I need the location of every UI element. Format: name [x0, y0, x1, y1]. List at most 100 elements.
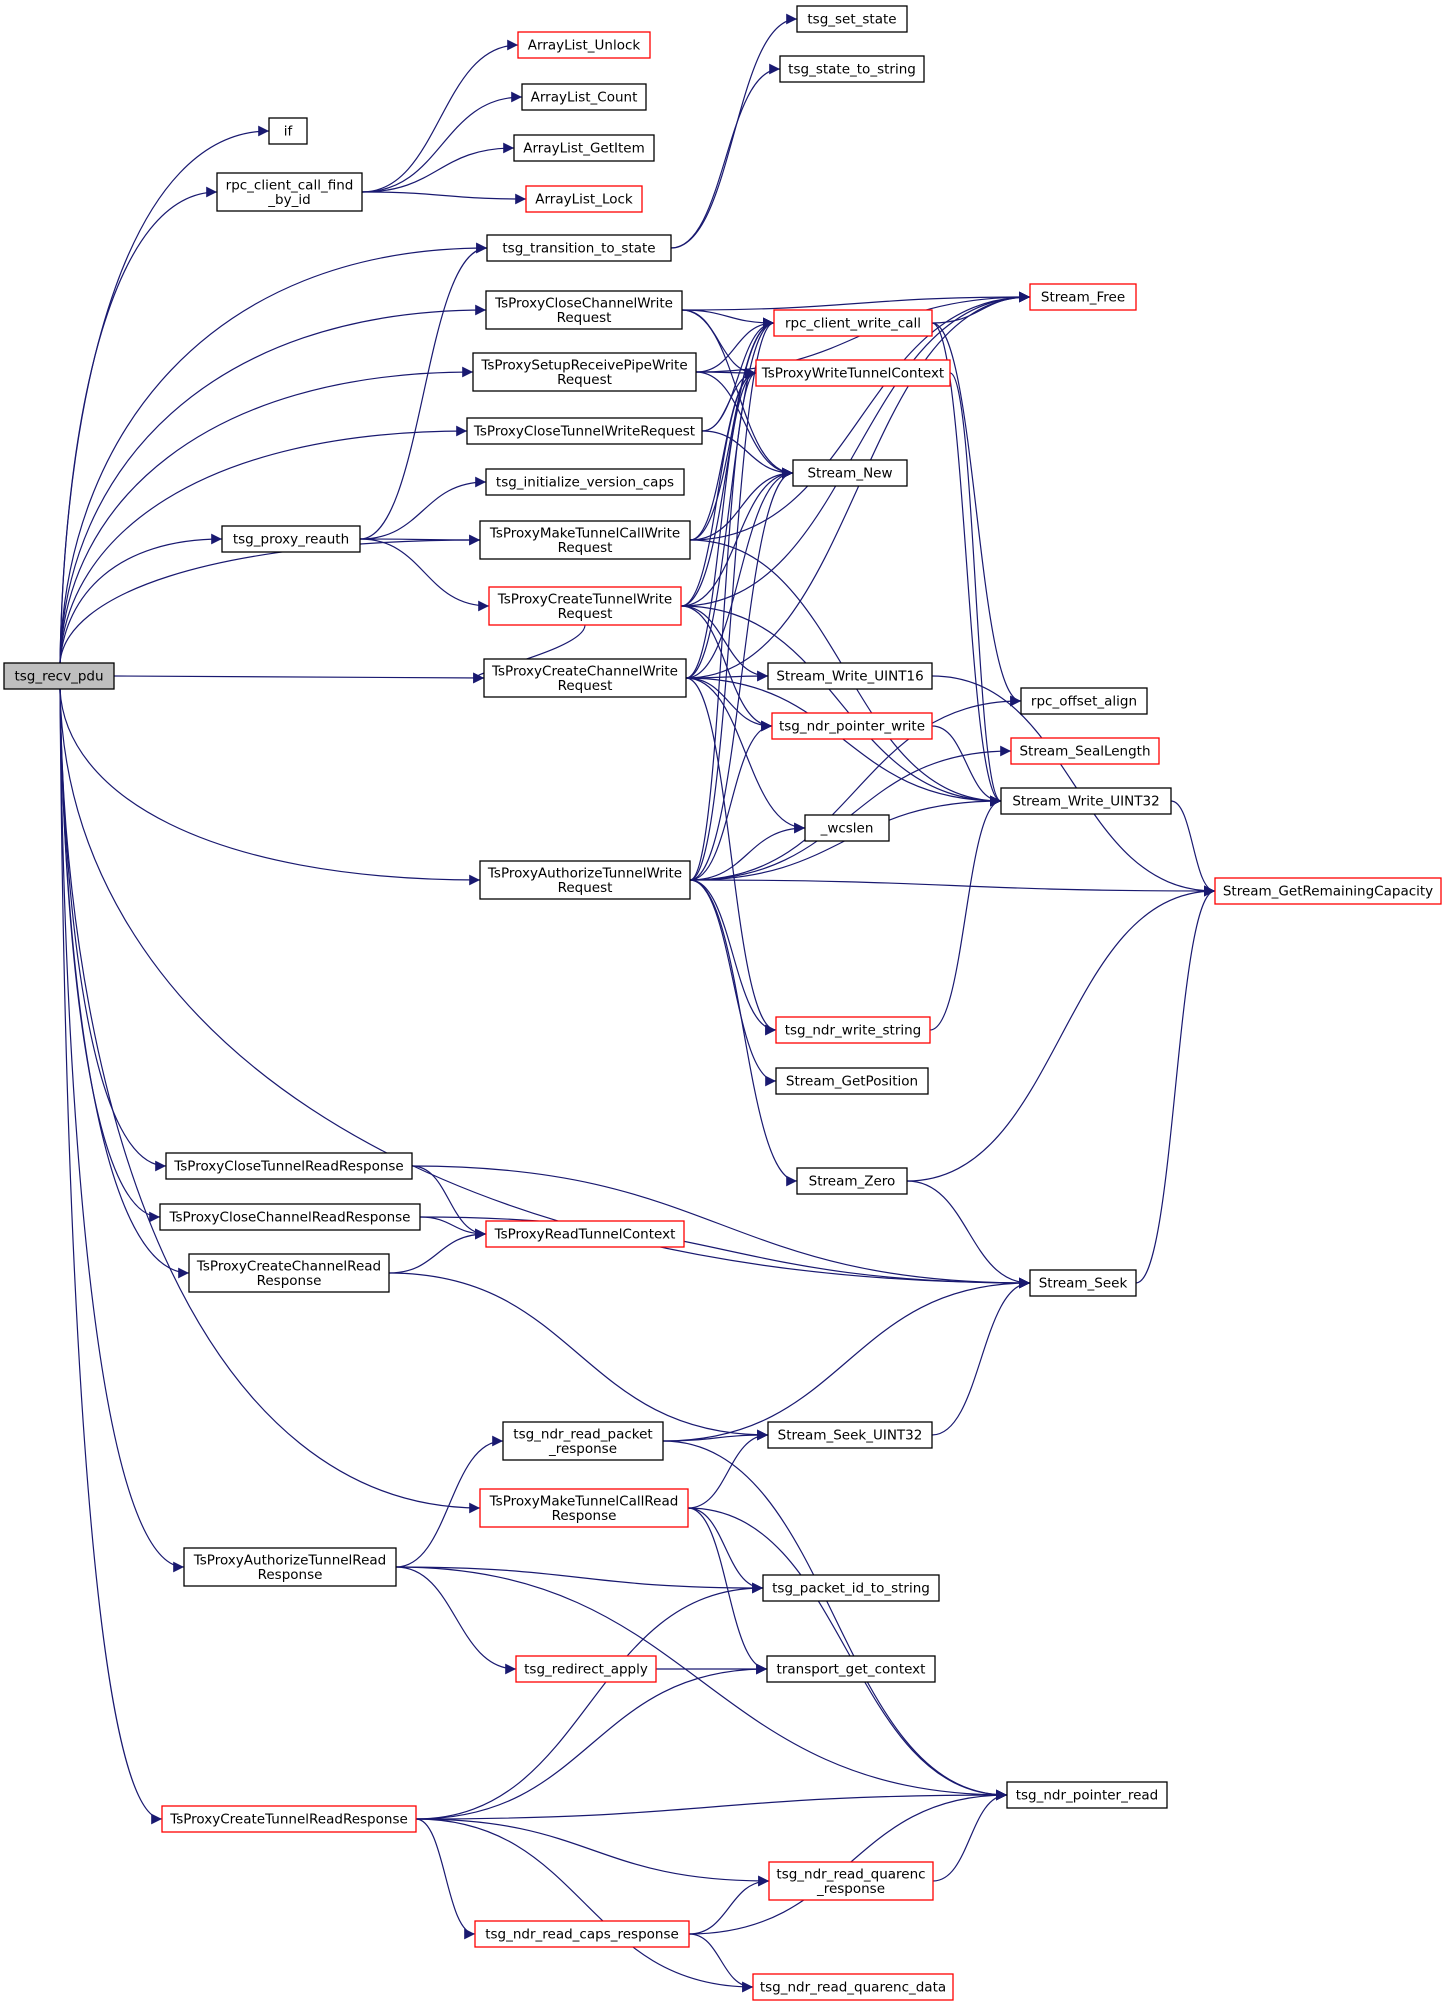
edge-tsg-transition-to-state-to-tsg-state-to-string [670, 63, 781, 249]
node-label: if [284, 124, 294, 140]
edge-tsproxycreatechannelwriterequest-to-wcslen [685, 677, 806, 834]
node-label: Stream_SealLength [1019, 744, 1150, 760]
node-tsg-ndr-pointer-read[interactable]: tsg_ndr_pointer_read [1006, 1781, 1168, 1809]
node-box [773, 309, 933, 337]
node-transport-get-context[interactable]: transport_get_context [766, 1655, 936, 1683]
edge-tsproxymaketunnelcallreadresponse-to-tsg-packet-id-to-string [687, 1507, 764, 1594]
node-label: TsProxyMakeTunnelCallRead [489, 1493, 679, 1509]
node-tsg-ndr-write-string[interactable]: tsg_ndr_write_string [775, 1016, 931, 1044]
edge-tsproxyauthorizetunnelwriterequest-to-stream-new [689, 467, 794, 881]
node-stream-new[interactable]: Stream_New [792, 459, 908, 487]
edge-rpc-client-call-find-by-id-to-arraylist-getitem [361, 142, 515, 193]
node-tsg-ndr-read-quarenc-response[interactable]: tsg_ndr_read_quarenc_response [768, 1861, 934, 1901]
edge-rpc-client-call-find-by-id-to-arraylist-lock [361, 191, 527, 205]
edge-tsproxyauthorizetunnelwriterequest-to-stream-getposition [689, 879, 777, 1087]
node-tsproxyclosetunnelwriterequest[interactable]: TsProxyCloseTunnelWriteRequest [466, 417, 703, 445]
node-box [775, 1067, 929, 1095]
node-label: tsg_ndr_write_string [785, 1023, 922, 1039]
node-arraylist-lock[interactable]: ArrayList_Lock [525, 185, 643, 213]
node-box [1006, 1781, 1168, 1809]
node-box [792, 459, 908, 487]
edge-tsg-recv-pdu-to-stream-seek [59, 688, 1031, 1289]
node-tsg-set-state[interactable]: tsg_set_state [796, 5, 908, 33]
node-label: Response [258, 1567, 323, 1583]
node-wcslen[interactable]: _wcslen [804, 814, 890, 842]
node-arraylist-count[interactable]: ArrayList_Count [521, 83, 647, 111]
node-tsg-transition-to-state[interactable]: tsg_transition_to_state [486, 234, 672, 262]
node-stream-seallength[interactable]: Stream_SealLength [1010, 737, 1160, 765]
edge-stream-zero-to-stream-getremainingcapacity [906, 885, 1216, 1182]
edge-tsproxymaketunnelcallreadresponse-to-tsg-ndr-pointer-read [687, 1507, 1008, 1801]
edge-rpc-client-write-call-to-stream-free [931, 291, 1031, 324]
edge-tsproxycreatetunnelwriterequest-to-tsproxywritetunnelcontext [680, 367, 757, 607]
node-tsg-redirect-apply[interactable]: tsg_redirect_apply [515, 1655, 657, 1683]
node-box [513, 134, 655, 162]
node-stream-write-uint32[interactable]: Stream_Write_UINT32 [1000, 787, 1172, 815]
node-rpc-client-call-find-by-id[interactable]: rpc_client_call_find_by_id [216, 172, 363, 212]
node-stream-getposition[interactable]: Stream_GetPosition [775, 1067, 929, 1095]
node-tsg-ndr-read-packet-response[interactable]: tsg_ndr_read_packet_response [502, 1421, 664, 1461]
node-box [804, 814, 890, 842]
edge-tsproxycreatetunnelreadresponse-to-transport-get-context [415, 1663, 768, 1820]
node-rpc-client-write-call[interactable]: rpc_client_write_call [773, 309, 933, 337]
node-label: _by_id [267, 192, 310, 208]
node-stream-seek-uint32[interactable]: Stream_Seek_UINT32 [767, 1421, 933, 1449]
node-tsproxyreadtunnelcontext[interactable]: TsProxyReadTunnelContext [485, 1220, 685, 1248]
node-tsg-ndr-pointer-write[interactable]: tsg_ndr_pointer_write [771, 712, 933, 740]
node-tsproxyclosetunnelreadresponse[interactable]: TsProxyCloseTunnelReadResponse [165, 1152, 413, 1180]
edge-tsg-ndr-read-packet-response-to-stream-seek-uint32 [662, 1429, 769, 1442]
edge-tsproxycreatetunnelwriterequest-to-rpc-client-write-call [680, 317, 775, 607]
node-box [483, 658, 687, 698]
node-tsg-ndr-read-caps-response[interactable]: tsg_ndr_read_caps_response [474, 1920, 690, 1948]
edge-tsproxyclosechannelwriterequest-to-rpc-client-write-call [681, 309, 775, 329]
node-stream-write-uint16[interactable]: Stream_Write_UINT16 [767, 662, 933, 690]
node-arraylist-getitem[interactable]: ArrayList_GetItem [513, 134, 655, 162]
node-label: Stream_Seek_UINT32 [778, 1428, 923, 1444]
node-box [752, 1973, 954, 2001]
node-tsproxyclosechannelreadresponse[interactable]: TsProxyCloseChannelReadResponse [159, 1203, 421, 1231]
node-tsg-state-to-string[interactable]: tsg_state_to_string [779, 55, 925, 83]
node-tsg-recv-pdu[interactable]: tsg_recv_pdu [3, 662, 115, 690]
node-label: Stream_New [807, 466, 892, 482]
node-label: Response [257, 1273, 322, 1289]
node-box [485, 468, 685, 496]
node-stream-free[interactable]: Stream_Free [1029, 283, 1137, 311]
node-tsproxywritetunnelcontext[interactable]: TsProxyWriteTunnelContext [755, 359, 951, 387]
node-box [762, 1574, 940, 1602]
edge-tsproxycreatetunnelreadresponse-to-tsg-ndr-read-quarenc-data [415, 1818, 754, 1993]
node-box [766, 1655, 936, 1683]
node-tsg-packet-id-to-string[interactable]: tsg_packet_id_to_string [762, 1574, 940, 1602]
node-box [779, 55, 925, 83]
node-tsg-initialize-version-caps[interactable]: tsg_initialize_version_caps [485, 468, 685, 496]
node-arraylist-unlock[interactable]: ArrayList_Unlock [517, 31, 651, 59]
node-stream-seek[interactable]: Stream_Seek [1029, 1269, 1137, 1297]
node-label: tsg_ndr_read_quarenc [776, 1866, 925, 1882]
edge-tsproxyclosetunnelwriterequest-to-stream-new [701, 430, 794, 479]
edge-tsproxyclosechannelwriterequest-to-stream-free [681, 291, 1031, 311]
node-if[interactable]: if [268, 117, 308, 145]
node-stream-getremainingcapacity[interactable]: Stream_GetRemainingCapacity [1214, 877, 1442, 905]
node-tsg-ndr-read-quarenc-data[interactable]: tsg_ndr_read_quarenc_data [752, 1973, 954, 2001]
node-box [183, 1547, 397, 1587]
edge-tsproxycreatetunnelreadresponse-to-tsg-ndr-pointer-read [415, 1789, 1008, 1820]
node-tsproxycreatetunnelreadresponse[interactable]: TsProxyCreateTunnelReadResponse [161, 1805, 417, 1833]
node-label: tsg_ndr_pointer_read [1016, 1788, 1159, 1804]
node-label: rpc_client_call_find [226, 177, 354, 193]
node-box [515, 1655, 657, 1683]
node-stream-zero[interactable]: Stream_Zero [796, 1167, 908, 1195]
edge-tsg-proxy-reauth-to-tsproxycreatetunnelwriterequest [359, 538, 490, 612]
node-tsg-proxy-reauth[interactable]: tsg_proxy_reauth [221, 525, 361, 553]
node-label: TsProxySetupReceivePipeWrite [480, 357, 687, 373]
edge-tsproxyauthorizetunnelreadresponse-to-tsg-packet-id-to-string [395, 1566, 764, 1594]
node-rpc-offset-align[interactable]: rpc_offset_align [1020, 687, 1148, 715]
node-label: Stream_Free [1041, 290, 1125, 306]
